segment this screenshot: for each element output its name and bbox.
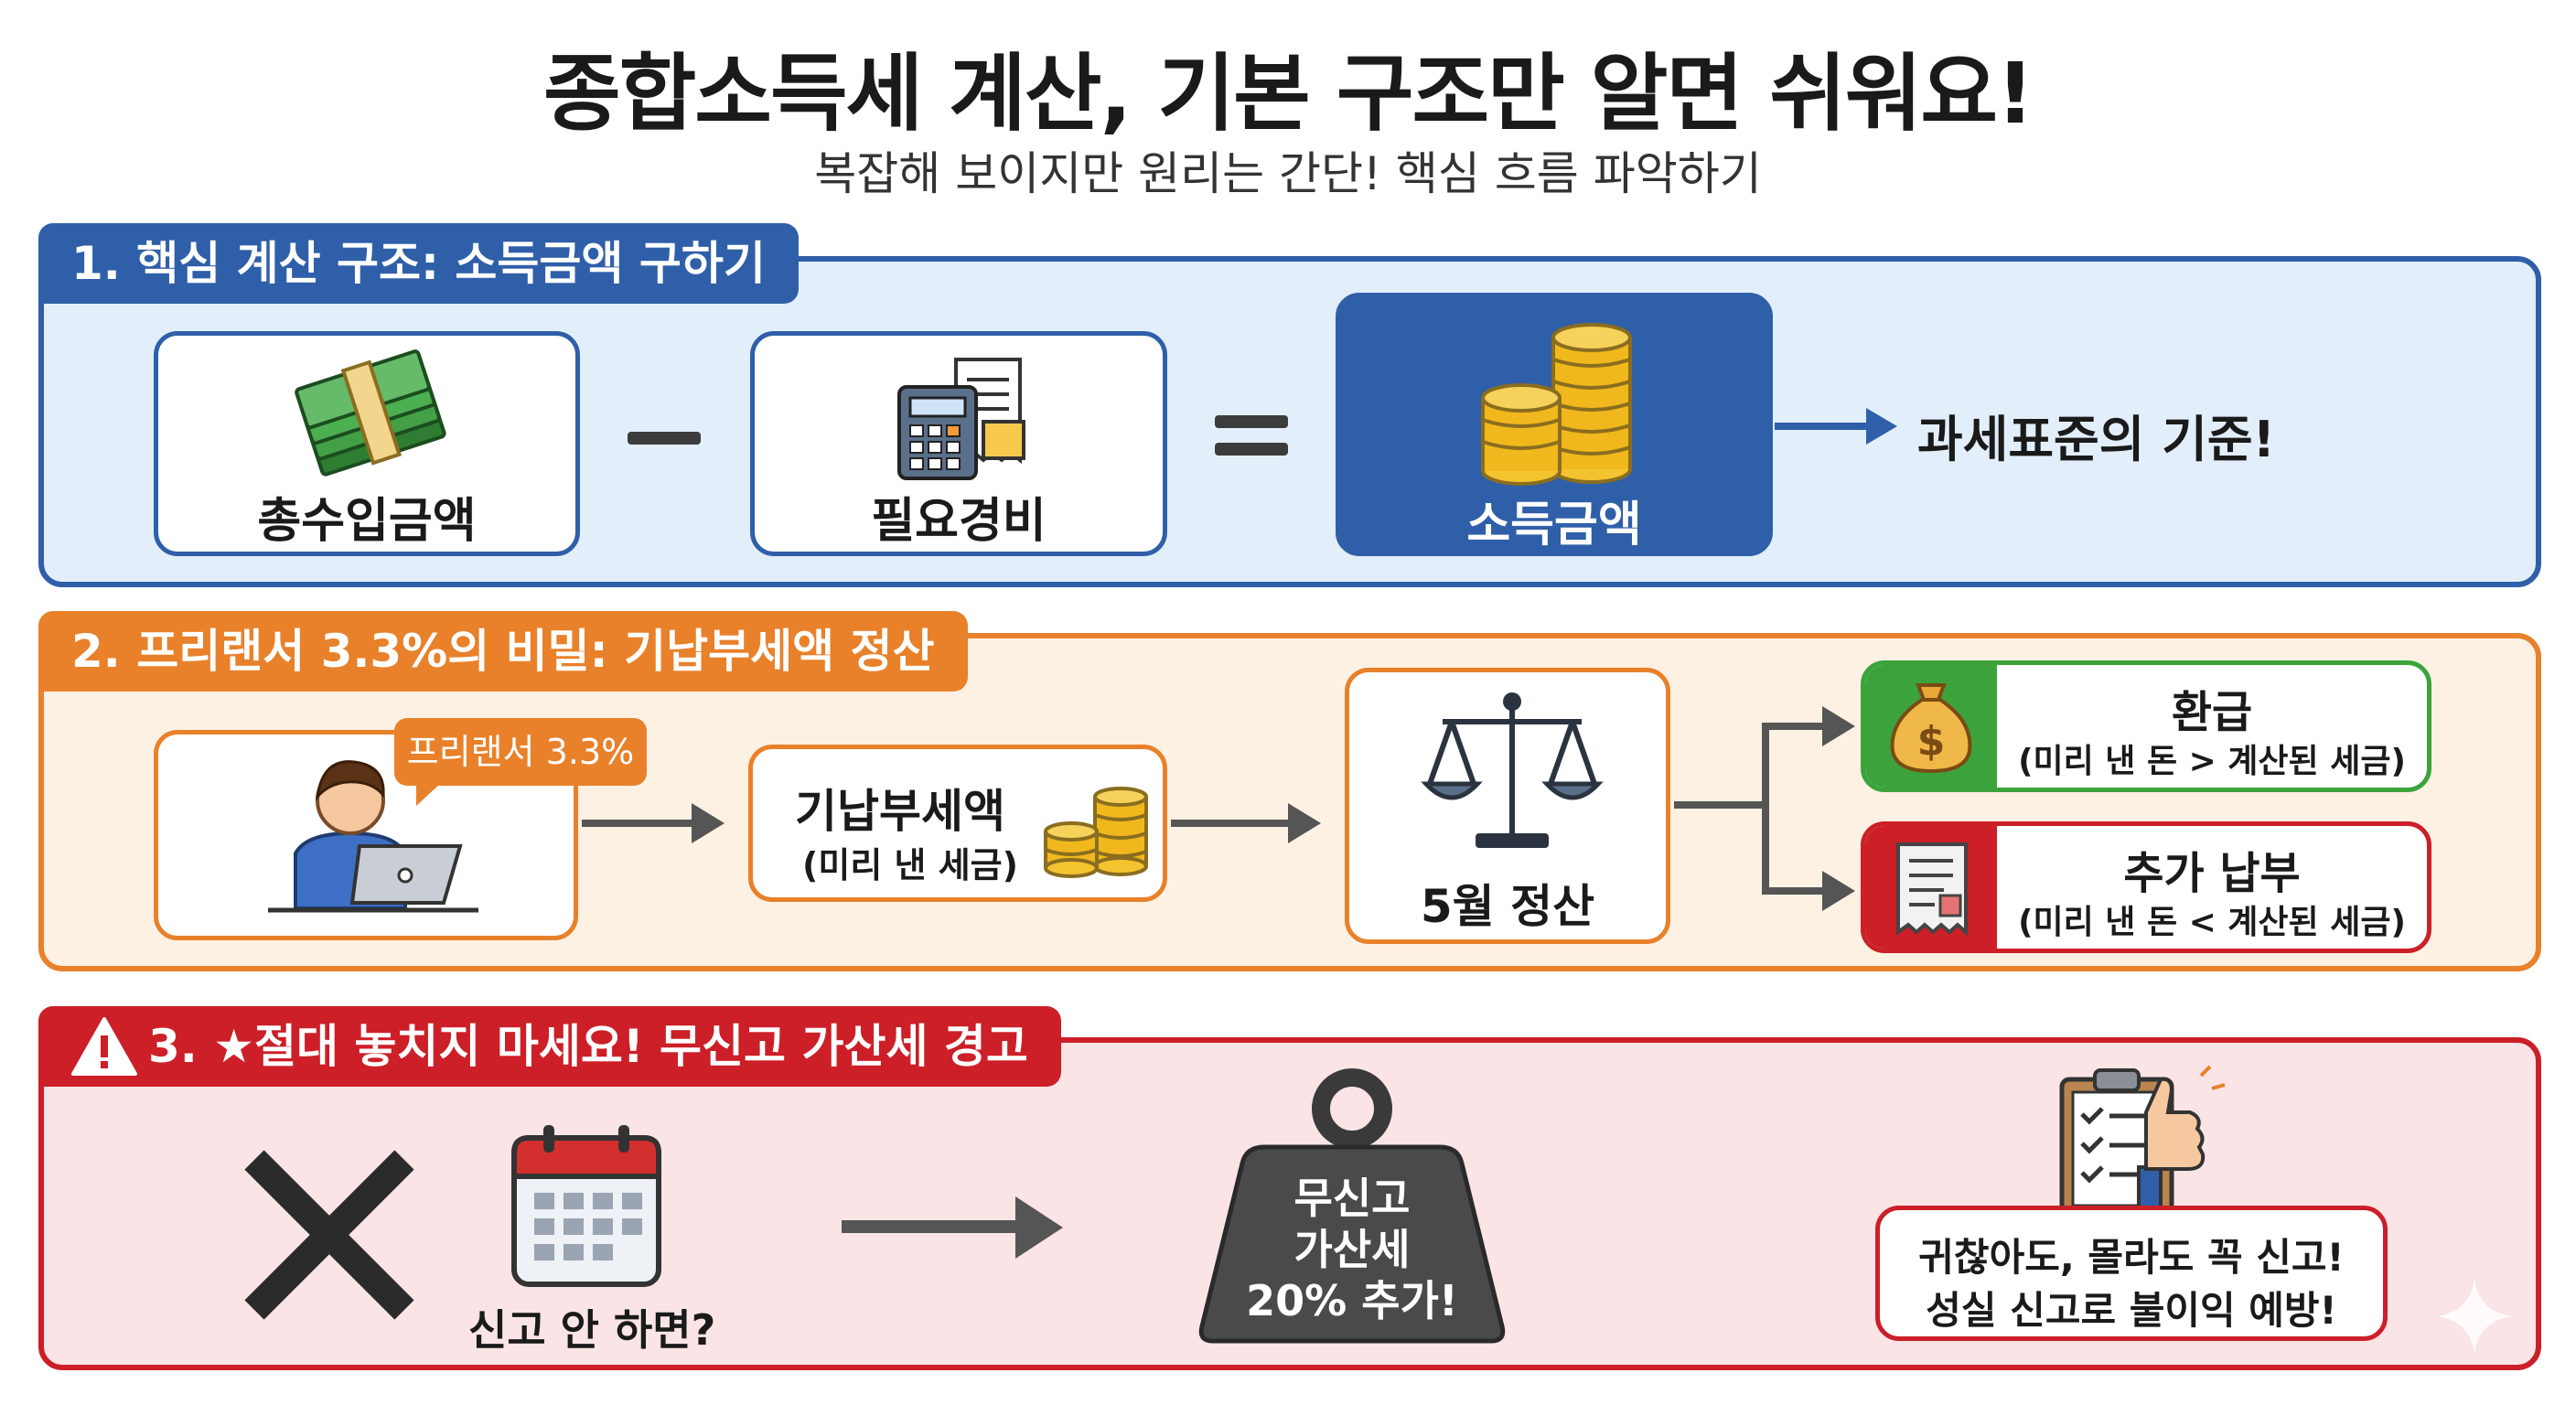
weight-line1: 무신고 bbox=[1293, 1174, 1411, 1223]
sparkle-icon bbox=[2437, 1279, 2512, 1354]
prepaid-tax-box: 기납부세액 (미리 낸 세금) bbox=[748, 745, 1167, 902]
freelancer-box: 프리랜서 3.3% bbox=[154, 718, 647, 940]
refund-title: 환급 bbox=[2171, 687, 2253, 738]
money-stack-icon bbox=[295, 349, 446, 477]
additional-payment-title: 추가 납부 bbox=[2123, 848, 2301, 899]
person-laptop-icon bbox=[268, 760, 478, 913]
advice-box: 귀찮아도, 몰라도 꼭 신고! 성실 신고로 불이익 예방! bbox=[1875, 1206, 2388, 1341]
expenses-box: 필요경비 bbox=[750, 331, 1167, 556]
additional-payment-sub: (미리 낸 돈 < 계산된 세금) bbox=[2018, 904, 2406, 941]
weight-line2: 가산세 bbox=[1293, 1225, 1411, 1274]
total-income-label: 총수입금액 bbox=[257, 494, 477, 549]
x-mark-icon bbox=[244, 1150, 414, 1320]
page-subtitle: 복잡해 보이지만 원리는 간단! 핵심 흐름 파악하기 bbox=[814, 147, 1762, 200]
bill-icon bbox=[1896, 842, 1968, 937]
calendar-icon bbox=[511, 1125, 661, 1287]
total-income-box: 총수입금액 bbox=[154, 331, 580, 556]
weight-line3: 20% 추가! bbox=[1246, 1276, 1458, 1325]
money-bag-icon: $ bbox=[1890, 683, 1972, 774]
coin-stacks-icon bbox=[1481, 323, 1632, 486]
income-amount-box: 소득금액 bbox=[1336, 293, 1773, 556]
branch-connector bbox=[1674, 801, 1766, 809]
expenses-label: 필요경비 bbox=[871, 494, 1046, 549]
clipboard-thumbs-up-icon bbox=[2059, 1065, 2226, 1217]
settlement-label: 5월 정산 bbox=[1420, 880, 1595, 933]
warning-icon bbox=[71, 1017, 137, 1076]
equals-sign bbox=[1215, 415, 1288, 428]
additional-payment-box: 추가 납부 (미리 낸 돈 < 계산된 세금) bbox=[1861, 821, 2431, 953]
settlement-box: 5월 정산 bbox=[1345, 668, 1670, 944]
prepaid-tax-title: 기납부세액 bbox=[795, 785, 1005, 838]
calculator-receipt-icon bbox=[897, 358, 1025, 480]
tax-base-note: 과세표준의 기준! bbox=[1917, 411, 2276, 468]
svg-text:$: $ bbox=[1917, 718, 1946, 765]
section3-tab: 3. ★절대 놓치지 마세요! 무신고 가산세 경고 bbox=[38, 1006, 1061, 1087]
refund-sub: (미리 낸 돈 > 계산된 세금) bbox=[2018, 743, 2406, 780]
income-amount-label: 소득금액 bbox=[1466, 498, 1642, 552]
scale-icon bbox=[1421, 692, 1604, 848]
page-title: 종합소득세 계산, 기본 구조만 알면 쉬워요! bbox=[543, 45, 2034, 143]
advice-line1: 귀찮아도, 몰라도 꼭 신고! bbox=[1918, 1235, 2345, 1280]
weight-icon bbox=[1198, 1068, 1506, 1344]
arrow-to-penalty bbox=[842, 1220, 1023, 1233]
section2-tab: 2. 프리랜서 3.3%의 비밀: 기납부세액 정산 bbox=[38, 611, 968, 692]
coins-icon bbox=[1044, 787, 1148, 878]
freelancer-bubble-text: 프리랜서 3.3% bbox=[406, 732, 635, 772]
arrow-to-tax-base bbox=[1775, 423, 1875, 430]
refund-box: $ 환급 (미리 낸 돈 > 계산된 세금) bbox=[1861, 660, 2431, 792]
section1-tab: 1. 핵심 계산 구조: 소득금액 구하기 bbox=[38, 223, 799, 304]
freelancer-bubble: 프리랜서 3.3% bbox=[394, 718, 647, 806]
advice-line2: 성실 신고로 불이익 예방! bbox=[1926, 1288, 2337, 1333]
arrow-freelancer-to-prepaid bbox=[582, 820, 695, 827]
minus-sign bbox=[628, 432, 701, 445]
section3-tab-text: 3. ★절대 놓치지 마세요! 무신고 가산세 경고 bbox=[148, 1020, 1028, 1073]
prepaid-tax-sub: (미리 낸 세금) bbox=[802, 845, 1018, 885]
arrow-prepaid-to-settlement bbox=[1171, 820, 1292, 827]
no-report-label: 신고 안 하면? bbox=[468, 1305, 716, 1355]
